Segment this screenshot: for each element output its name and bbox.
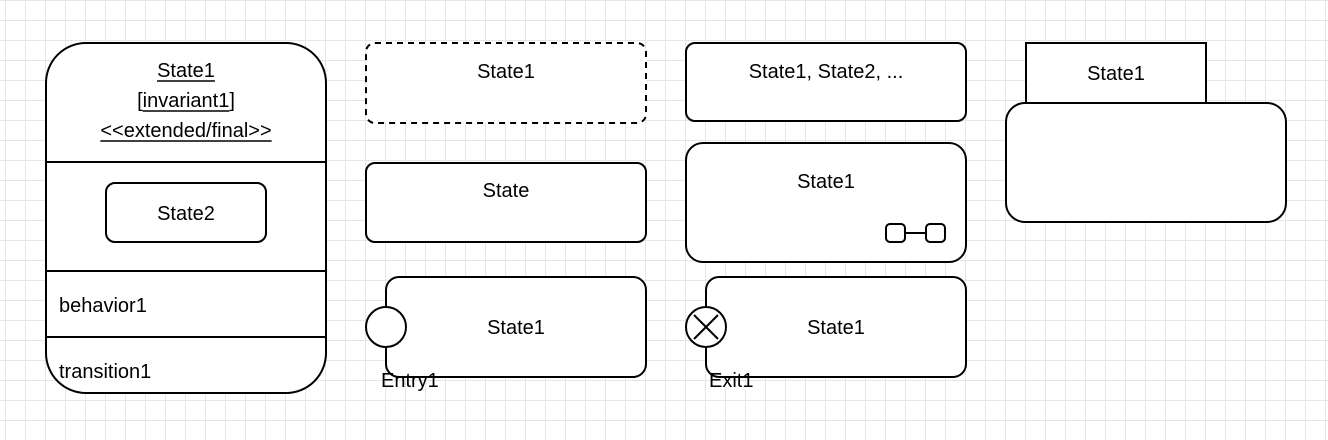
multi-state[interactable]: State1, State2, ... (685, 42, 967, 122)
composite-state-invariant: [invariant1] (137, 90, 235, 112)
submachine-state-frame (685, 142, 967, 263)
entry-point-label: Entry1 (381, 370, 439, 392)
entry-state[interactable]: State1 Entry1 (365, 276, 647, 392)
dashed-state-frame (365, 42, 647, 124)
dashed-state[interactable]: State1 (365, 42, 647, 124)
dashed-state-label: State1 (477, 61, 535, 83)
composite-state[interactable]: State1 [invariant1] <<extended/final>> S… (45, 42, 327, 394)
substate-label: State2 (157, 203, 215, 225)
tab-state[interactable]: State1 (1005, 42, 1287, 223)
multi-state-label: State1, State2, ... (749, 61, 904, 83)
exit-point-icon[interactable] (685, 306, 727, 348)
tab-state-body (1005, 102, 1287, 223)
substate-frame (105, 182, 267, 243)
simple-state-frame (365, 162, 647, 243)
tab-state-tab (1025, 42, 1207, 104)
submachine-state[interactable]: State1 (685, 142, 967, 263)
tab-state-label: State1 (1087, 63, 1145, 85)
composite-state-icon (885, 223, 946, 243)
exit-state[interactable]: State1 Exit1 (685, 276, 967, 392)
composite-state-name: State1 (157, 60, 215, 82)
simple-state[interactable]: State (365, 162, 647, 243)
submachine-state-label: State1 (797, 171, 855, 193)
entry-state-label: State1 (487, 317, 545, 339)
transition-label: transition1 (59, 361, 151, 383)
entry-point-icon[interactable] (365, 306, 407, 348)
behavior-label: behavior1 (59, 295, 147, 317)
substate[interactable]: State2 (105, 182, 267, 243)
composite-state-stereotype: <<extended/final>> (100, 120, 271, 142)
multi-state-frame (685, 42, 967, 122)
simple-state-label: State (483, 180, 530, 202)
exit-point-label: Exit1 (709, 370, 753, 392)
exit-state-label: State1 (807, 317, 865, 339)
